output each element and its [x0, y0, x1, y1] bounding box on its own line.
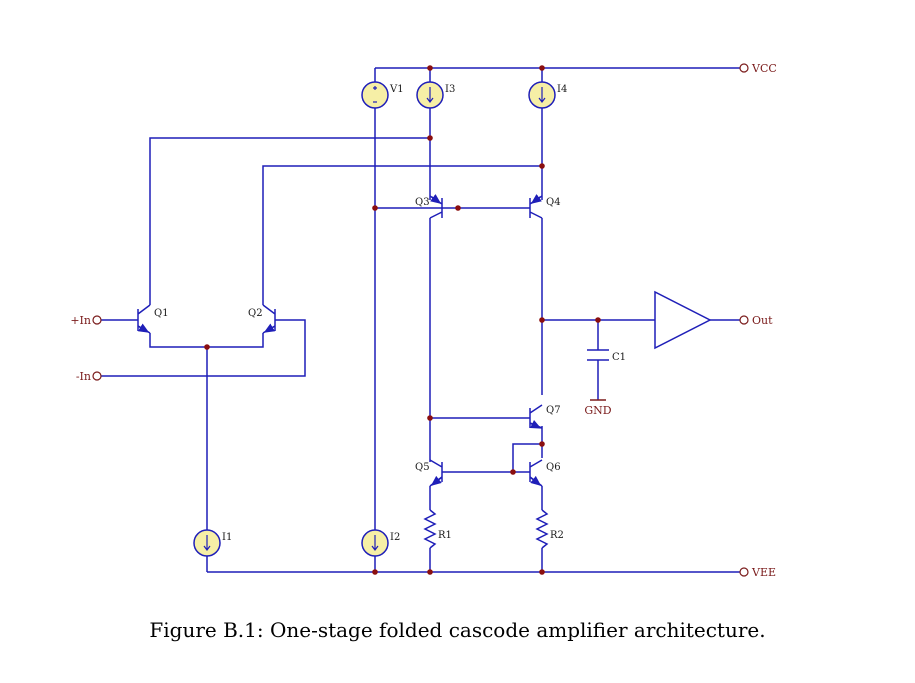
output-buffer [654, 290, 712, 350]
port-in-minus [92, 371, 102, 381]
wires [101, 67, 740, 573]
label-in-minus: -In [76, 370, 91, 383]
label-q3: Q3 [415, 197, 430, 208]
ports [92, 63, 749, 577]
resistors [423, 509, 549, 549]
port-in-plus [92, 315, 102, 325]
label-gnd: GND [584, 404, 611, 417]
label-r1: R1 [438, 530, 452, 541]
port-vee [739, 567, 749, 577]
label-q4: Q4 [546, 197, 561, 208]
source-symbols [203, 86, 546, 551]
label-q6: Q6 [546, 462, 561, 473]
label-i1: I1 [222, 532, 232, 543]
label-i4: I4 [557, 84, 567, 95]
port-out [739, 315, 749, 325]
label-i3: I3 [445, 84, 455, 95]
label-vee: VEE [751, 566, 776, 579]
label-q2: Q2 [248, 308, 263, 319]
label-q1: Q1 [154, 308, 169, 319]
label-c1: C1 [612, 352, 626, 363]
label-q5: Q5 [415, 462, 430, 473]
schematic: VCC VEE Out +In -In GND V1 I3 I4 I1 I2 Q… [70, 62, 777, 579]
port-vcc [739, 63, 749, 73]
capacitor-c1 [587, 349, 609, 361]
label-vcc: VCC [751, 62, 777, 75]
label-q7: Q7 [546, 405, 561, 416]
label-in-plus: +In [70, 314, 91, 327]
label-i2: I2 [390, 532, 400, 543]
label-v1: V1 [389, 84, 404, 95]
label-out: Out [752, 314, 773, 327]
label-r2: R2 [550, 530, 564, 541]
resistor-r1 [423, 509, 437, 549]
transistors [137, 194, 543, 487]
voltage-source-v1 [361, 81, 389, 109]
resistor-r2 [535, 509, 549, 549]
figure-caption: Figure B.1: One-stage folded cascode amp… [149, 618, 766, 642]
junction-nodes [204, 65, 601, 575]
